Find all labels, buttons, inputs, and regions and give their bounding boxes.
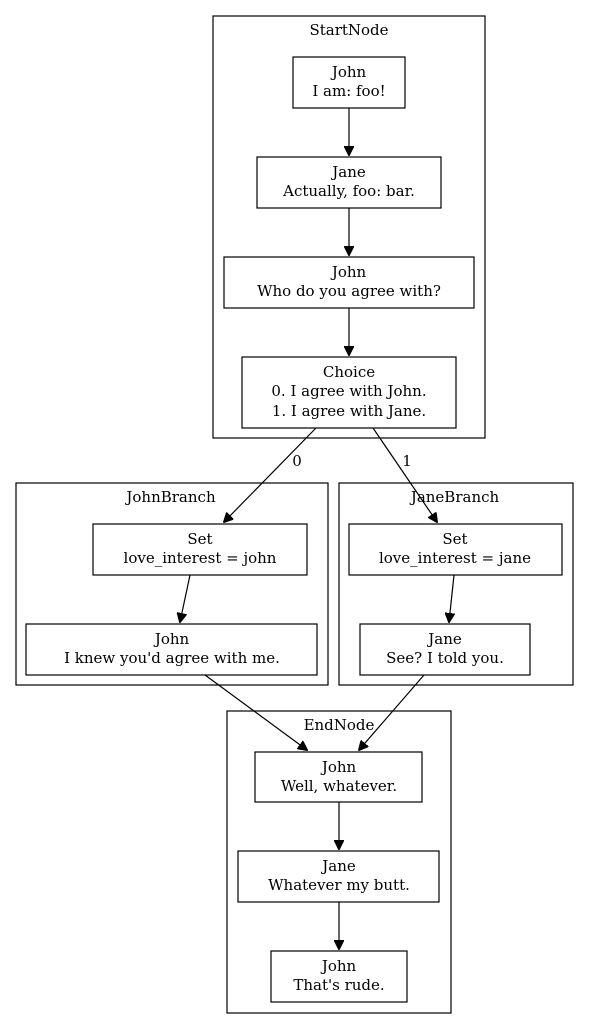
cluster-john-branch: JohnBranch <box>15 482 329 686</box>
node-e2-speaker: Jane <box>320 857 356 875</box>
node-s3-speaker: John <box>330 263 367 281</box>
node-jb2-speaker: John <box>153 630 190 648</box>
edge-label-0: 0 <box>292 452 302 470</box>
node-s2-line: Actually, foo: bar. <box>282 182 415 200</box>
node-s1: John I am: foo! <box>292 56 406 109</box>
node-jb1-action: Set <box>187 530 212 548</box>
node-e1-speaker: John <box>320 758 357 776</box>
node-ja2: Jane See? I told you. <box>359 623 531 676</box>
node-e2-line: Whatever my butt. <box>268 876 410 894</box>
cluster-jane-branch: JaneBranch <box>338 482 574 686</box>
node-s3-line: Who do you agree with? <box>257 282 441 300</box>
node-s2: Jane Actually, foo: bar. <box>256 156 442 209</box>
edge-jb2-e1 <box>204 674 307 750</box>
node-e3: John That's rude. <box>270 950 408 1003</box>
node-choice-title: Choice <box>323 363 375 381</box>
node-ja2-line: See? I told you. <box>386 649 504 667</box>
cluster-title-john-branch: JohnBranch <box>124 488 216 506</box>
edge-label-1: 1 <box>402 452 412 470</box>
node-jb2: John I knew you'd agree with me. <box>25 623 318 676</box>
node-ja1: Set love_interest = jane <box>348 523 563 576</box>
edge-ja2-e1 <box>359 674 425 750</box>
node-s2-speaker: Jane <box>330 163 366 181</box>
cluster-end-node: EndNode <box>226 710 452 1014</box>
cluster-title-end: EndNode <box>304 716 375 734</box>
node-s1-speaker: John <box>330 63 367 81</box>
node-e2: Jane Whatever my butt. <box>237 850 440 903</box>
node-jb1-value: love_interest = john <box>124 549 277 567</box>
node-jb1: Set love_interest = john <box>92 523 308 576</box>
node-jb2-line: I knew you'd agree with me. <box>64 649 280 667</box>
node-e1: John Well, whatever. <box>254 751 423 803</box>
edges <box>180 108 454 949</box>
node-choice-option-0: 0. I agree with John. <box>271 382 426 400</box>
node-e3-speaker: John <box>320 957 357 975</box>
node-choice-option-1: 1. I agree with Jane. <box>272 402 426 420</box>
node-ja1-action: Set <box>442 530 467 548</box>
node-ja2-speaker: Jane <box>426 630 462 648</box>
cluster-title-start: StartNode <box>309 21 388 39</box>
node-e3-line: That's rude. <box>293 976 384 994</box>
node-choice: Choice 0. I agree with John. 1. I agree … <box>241 356 457 429</box>
edge-choice-0 <box>224 427 317 522</box>
edge-choice-1 <box>372 427 437 522</box>
node-s1-line: I am: foo! <box>312 82 385 100</box>
node-s3: John Who do you agree with? <box>223 256 475 309</box>
node-e1-line: Well, whatever. <box>281 777 397 795</box>
edge-ja1-ja2 <box>449 574 454 622</box>
node-ja1-value: love_interest = jane <box>379 549 531 567</box>
cluster-start-node: StartNode <box>212 15 486 439</box>
cluster-title-jane-branch: JaneBranch <box>409 488 500 506</box>
edge-jb1-jb2 <box>180 574 191 622</box>
